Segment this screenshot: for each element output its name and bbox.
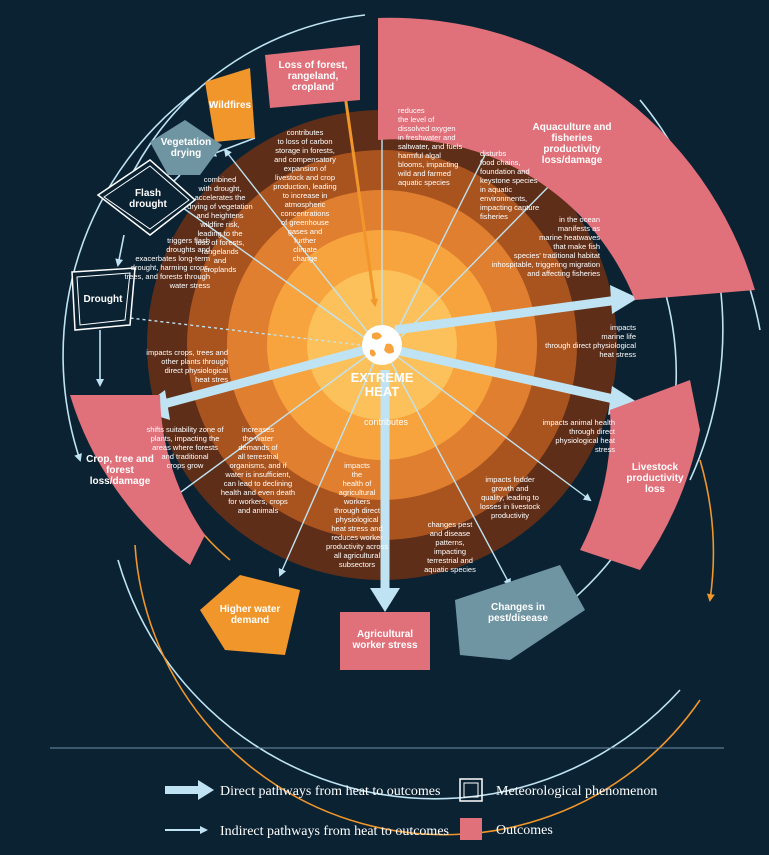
arrow-to-livestock — [394, 345, 619, 405]
legend-indirect-label: Indirect pathways from heat to outcomes — [220, 824, 449, 839]
legend-phenomenon-label: Meteorological phenomenon — [496, 784, 657, 799]
legend-phenomenon: Meteorological phenomenon — [459, 778, 657, 802]
arrow-to-crop — [158, 345, 367, 410]
legend-outcomes: Outcomes — [460, 818, 553, 840]
legend-outcomes-label: Outcomes — [496, 823, 553, 838]
node-aquaculture — [378, 17, 755, 300]
node-loss-forest — [265, 45, 360, 108]
arc-outer-4 — [117, 559, 681, 800]
node-livestock — [580, 380, 700, 570]
arc-outer-2 — [62, 87, 201, 462]
center-label-line1: EXTREME — [351, 370, 414, 385]
arrow-to-aquaculture — [394, 295, 619, 335]
center-contributes: contributes — [364, 417, 409, 427]
node-wildfires — [205, 68, 255, 142]
node-flash-drought — [96, 159, 197, 236]
nodes — [70, 17, 755, 670]
legend-direct-label: Direct pathways from heat to outcomes — [220, 784, 440, 799]
node-worker-stress — [340, 612, 430, 670]
node-water-demand — [200, 575, 300, 655]
node-crop — [70, 395, 205, 565]
node-labels: Loss of forest,rangeland,croplandWildfir… — [84, 60, 684, 651]
legend-indirect: Indirect pathways from heat to outcomes — [165, 824, 449, 839]
label-drought: Drought — [84, 294, 124, 305]
label-wildfires: Wildfires — [209, 100, 252, 111]
node-drought — [71, 267, 136, 331]
node-pest — [455, 565, 585, 660]
radial-thin-arrows — [129, 59, 592, 587]
legend: Direct pathways from heat to outcomes In… — [50, 747, 724, 840]
legend-direct: Direct pathways from heat to outcomes — [165, 780, 440, 800]
label-loss-forest: Loss of forest,rangeland,cropland — [279, 60, 348, 93]
arc-outer-5 — [134, 544, 701, 836]
node-vegetation — [150, 120, 222, 175]
center-label-line2: HEAT — [365, 384, 399, 399]
globe-icon — [362, 325, 402, 365]
arc-outer-6 — [699, 459, 715, 602]
